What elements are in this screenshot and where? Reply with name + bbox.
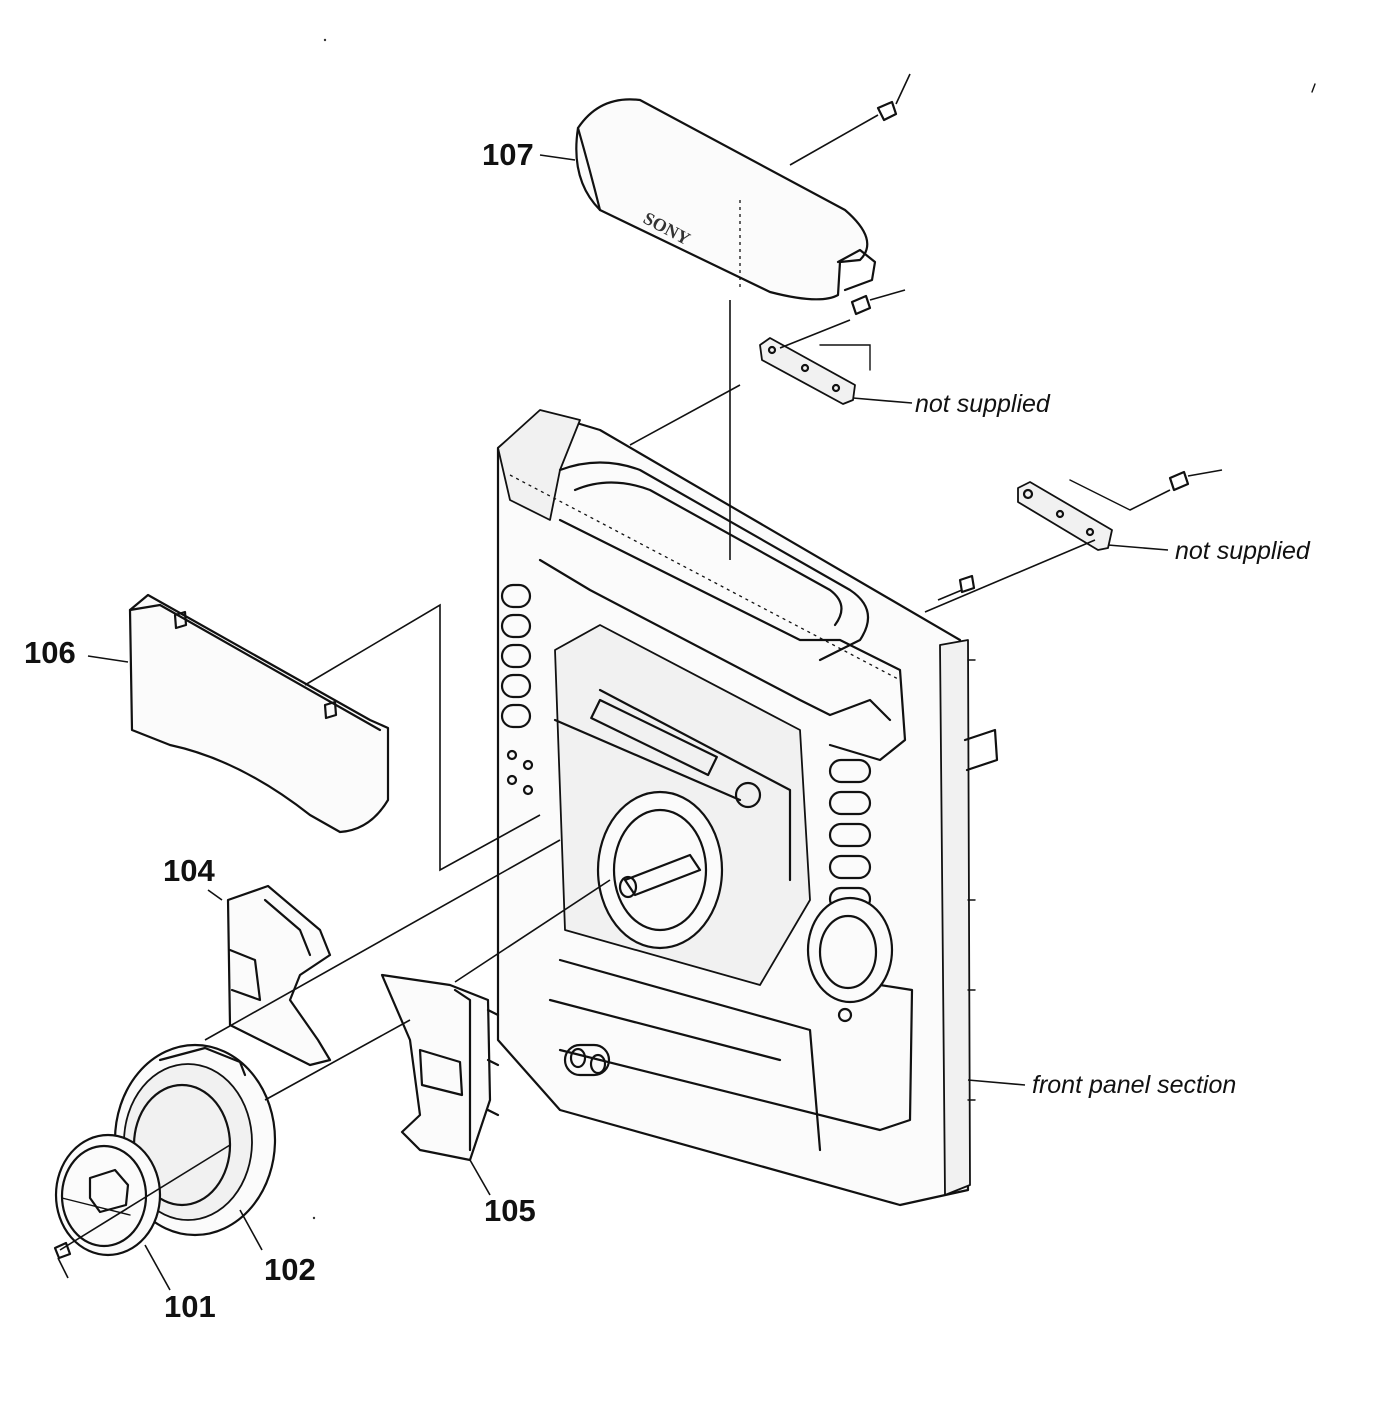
left-button-slots — [500, 583, 534, 796]
bracket-not-supplied-top — [629, 289, 913, 560]
right-button-slots — [828, 758, 872, 912]
note-not-supplied-right: not supplied — [1175, 537, 1311, 565]
scan-mark — [1311, 83, 1316, 93]
volume-knob — [806, 896, 894, 1023]
note-not-supplied-top: not supplied — [915, 390, 1051, 418]
center-disc — [596, 790, 724, 950]
label-102: 102 — [264, 1252, 316, 1287]
label-106: 106 — [24, 635, 76, 670]
part-104-bracket — [207, 884, 332, 1067]
part-107-top-cover: SONY — [575, 73, 911, 301]
label-107: 107 — [482, 137, 534, 172]
scan-dot — [323, 38, 327, 42]
bracket-not-supplied-right — [924, 469, 1223, 613]
note-front-panel-section: front panel section — [1032, 1071, 1236, 1099]
label-105: 105 — [484, 1193, 536, 1228]
part-101-grille — [53, 1133, 231, 1291]
front-panel-section — [496, 409, 1026, 1207]
scan-dot — [312, 1216, 316, 1220]
label-104: 104 — [163, 853, 215, 888]
part-106-left-cover — [128, 593, 541, 872]
part-102-ring — [113, 839, 561, 1251]
label-101: 101 — [164, 1289, 216, 1324]
